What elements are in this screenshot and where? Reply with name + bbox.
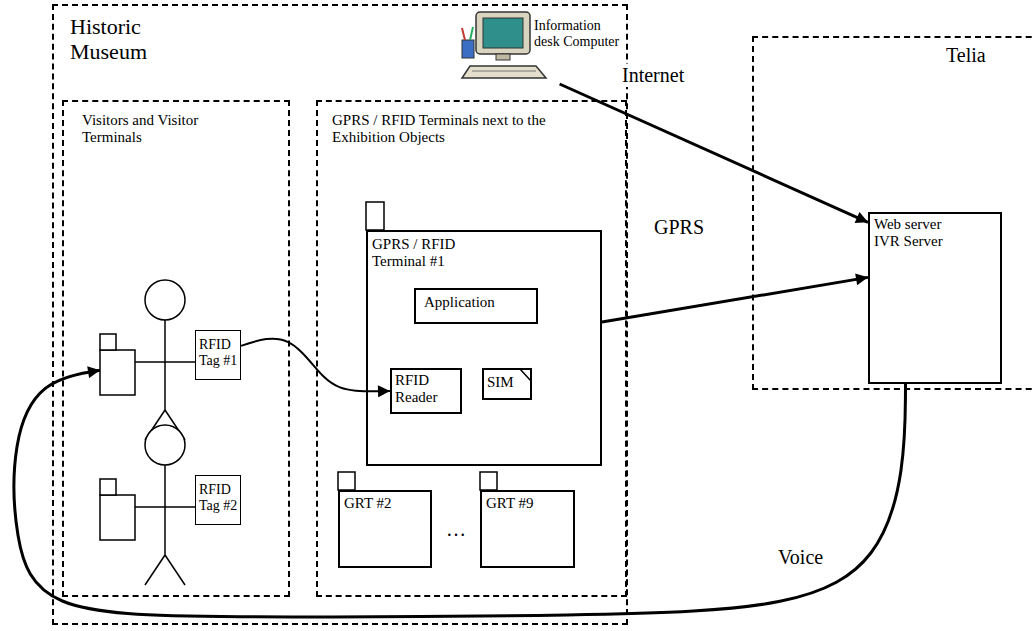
rfid-tag: RFID Tag #1 (100, 330, 241, 383)
arms (135, 361, 195, 363)
node-label: SIM (487, 374, 521, 391)
rfid-tag: RFID Tag #2 (100, 475, 241, 528)
node-label: GRT #9 (486, 495, 570, 512)
tag-label: RFID Tag #2 (195, 475, 241, 525)
pen-cup (462, 40, 474, 58)
operator-region: Web server IVR Server Telia (752, 36, 1034, 390)
tag-label: RFID Tag #1 (195, 330, 241, 380)
gprs-rfid-terminal: GRT #2 (338, 490, 432, 568)
connector-arrow (560, 84, 868, 222)
terminal-antenna (100, 479, 116, 495)
node-label: Information desk Computer (534, 18, 624, 50)
pen (470, 27, 473, 40)
visitor-figure (100, 280, 195, 440)
terminal-group: ApplicationRFID Reader SIM GPRS / RFID Ter… (316, 100, 627, 597)
visitor-group: RFID Tag #1 RFID Tag #2 Visitors and Visit… (62, 100, 290, 597)
computer-icon (462, 12, 546, 78)
pen (462, 28, 465, 40)
application-box: Application (414, 288, 538, 324)
monitor-stand (496, 54, 510, 60)
ellipsis-label: … (444, 518, 468, 541)
connector-label: Voice (776, 546, 825, 569)
visitor-figure (100, 425, 195, 585)
connector-label: GPRS (652, 216, 706, 239)
keyboard-keys (472, 71, 536, 72)
visitor-terminal (100, 495, 135, 540)
node-label: Application (424, 294, 532, 311)
gprs-rfid-terminal: ApplicationRFID Reader SIM GPRS / RFID Ter… (366, 230, 602, 466)
rfid-reader: RFID Reader (390, 368, 462, 414)
arms (135, 506, 195, 508)
connector-arrow (14, 370, 905, 617)
keyboard (462, 66, 546, 78)
node-label: Historic Museum (70, 14, 165, 65)
head (145, 280, 185, 320)
sim-corner (520, 369, 531, 381)
monitor (476, 12, 530, 54)
leg (165, 555, 185, 585)
node-label: GRT #2 (344, 495, 428, 512)
node-label: GPRS / RFID Terminals next to the Exhibi… (332, 112, 562, 147)
node-label: RFID Reader (395, 372, 457, 407)
server-box: Web server IVR Server (868, 212, 1002, 384)
sim-card: SIM (482, 368, 532, 400)
node-label: Visitors and Visitor Terminals (82, 112, 204, 147)
leg (145, 555, 165, 585)
computer-node: Information desk Computer (460, 8, 626, 84)
node-label: GPRS / RFID Terminal #1 (372, 236, 492, 271)
head (145, 425, 185, 465)
node-label: Web server IVR Server (874, 216, 960, 251)
terminal-antenna (480, 472, 497, 490)
terminal-antenna (366, 202, 384, 230)
node-label: Telia (946, 44, 1026, 67)
connector-label: Internet (620, 64, 686, 87)
body (164, 320, 166, 410)
gprs-rfid-terminal: GRT #9 (480, 490, 575, 568)
connector-arrow (602, 277, 868, 322)
screen (483, 18, 523, 48)
visitor-terminal (100, 350, 135, 395)
body (164, 465, 166, 555)
terminal-antenna (100, 334, 116, 350)
museum-region: Information desk ComputerRFID Tag #1RFID… (52, 4, 628, 625)
terminal-antenna (338, 472, 355, 490)
